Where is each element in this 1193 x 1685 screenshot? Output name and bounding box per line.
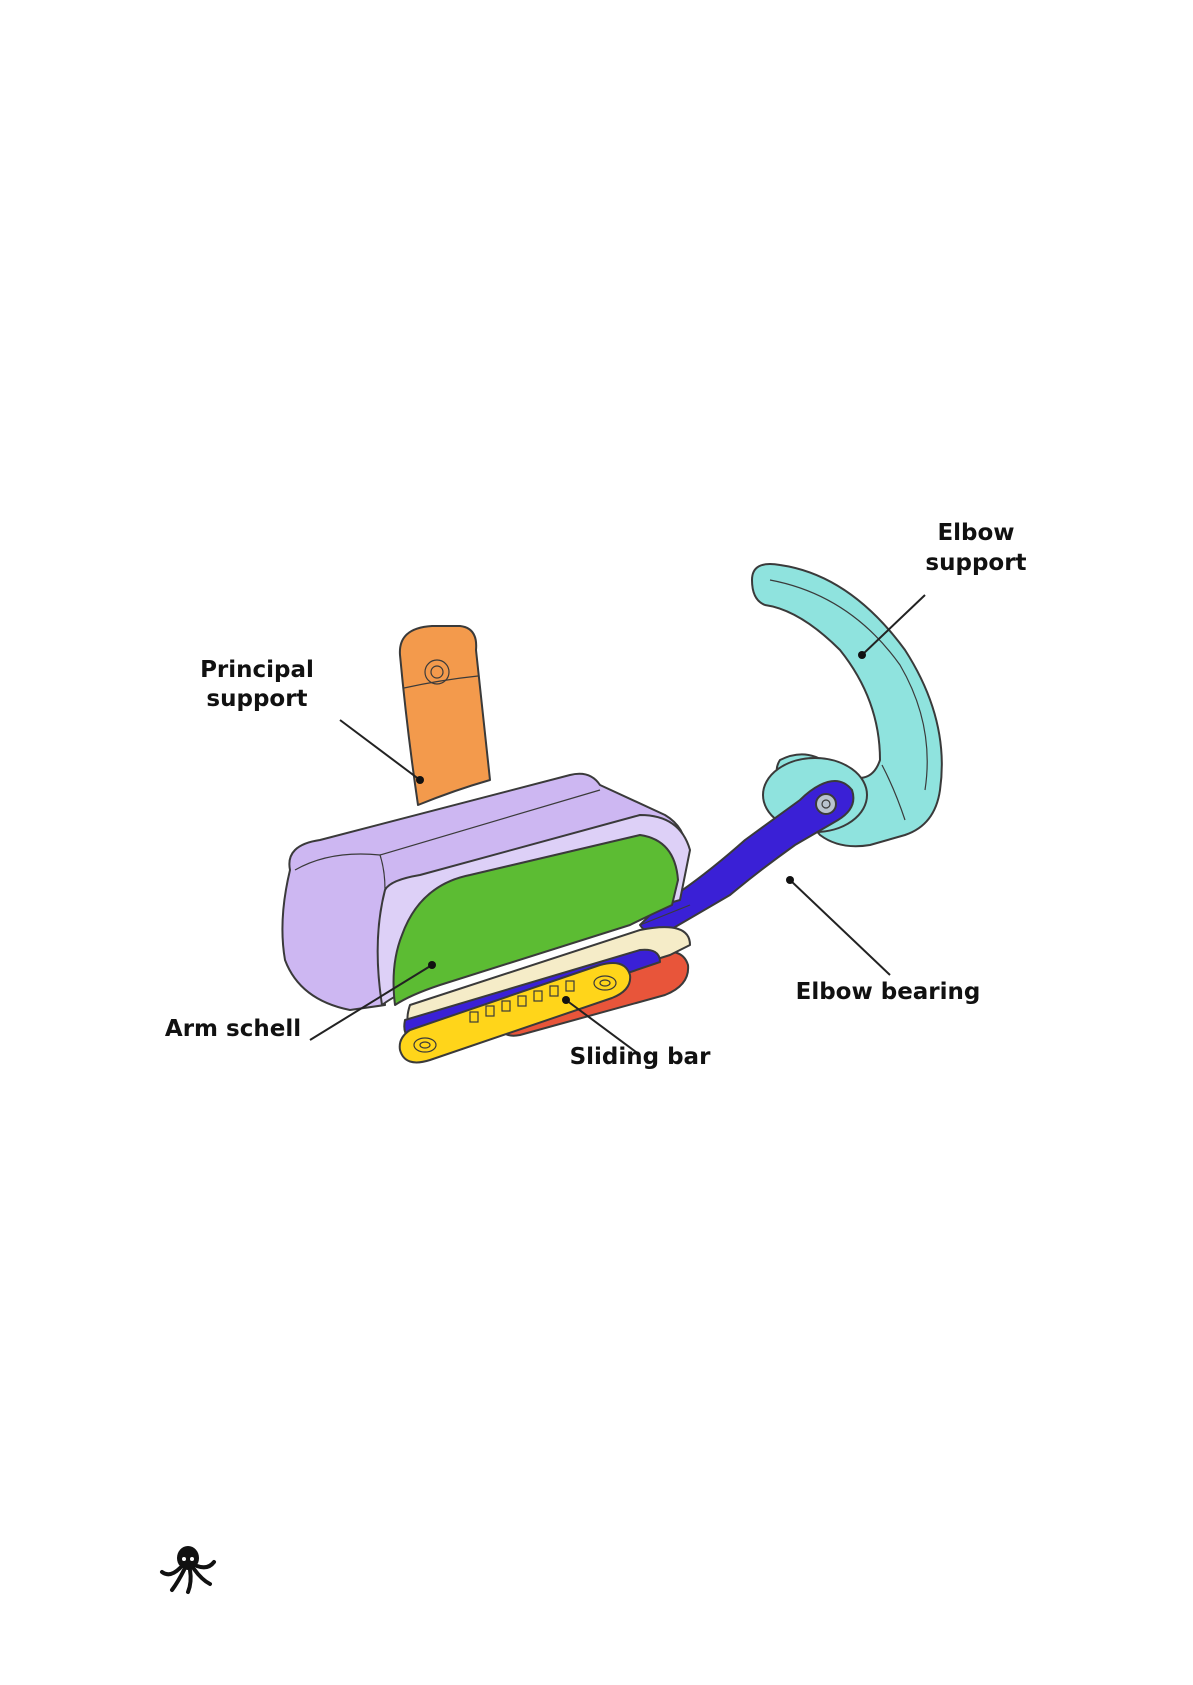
- sliding-bar-label: Sliding bar: [570, 1044, 712, 1070]
- elbow-support-dot: [858, 651, 866, 659]
- arm-shell-label: Arm schell: [165, 1016, 301, 1042]
- elbow-bearing-label: Elbow bearing: [796, 979, 981, 1005]
- principal-support-label-line2: support: [206, 686, 307, 712]
- principal-support-label-line1: Principal: [200, 657, 314, 683]
- principal-support-dot: [416, 776, 424, 784]
- arm-shell-dot: [428, 961, 436, 969]
- elbow-support-label-line1: Elbow: [937, 520, 1014, 546]
- sliding-bar-dot: [562, 996, 570, 1004]
- octopus-logo-icon: [162, 1546, 214, 1592]
- elbow-bearing-leader: [790, 880, 890, 975]
- elbow-support-label-line2: support: [925, 550, 1026, 576]
- principal-support-part: [400, 626, 490, 805]
- elbow-bearing-dot: [786, 876, 794, 884]
